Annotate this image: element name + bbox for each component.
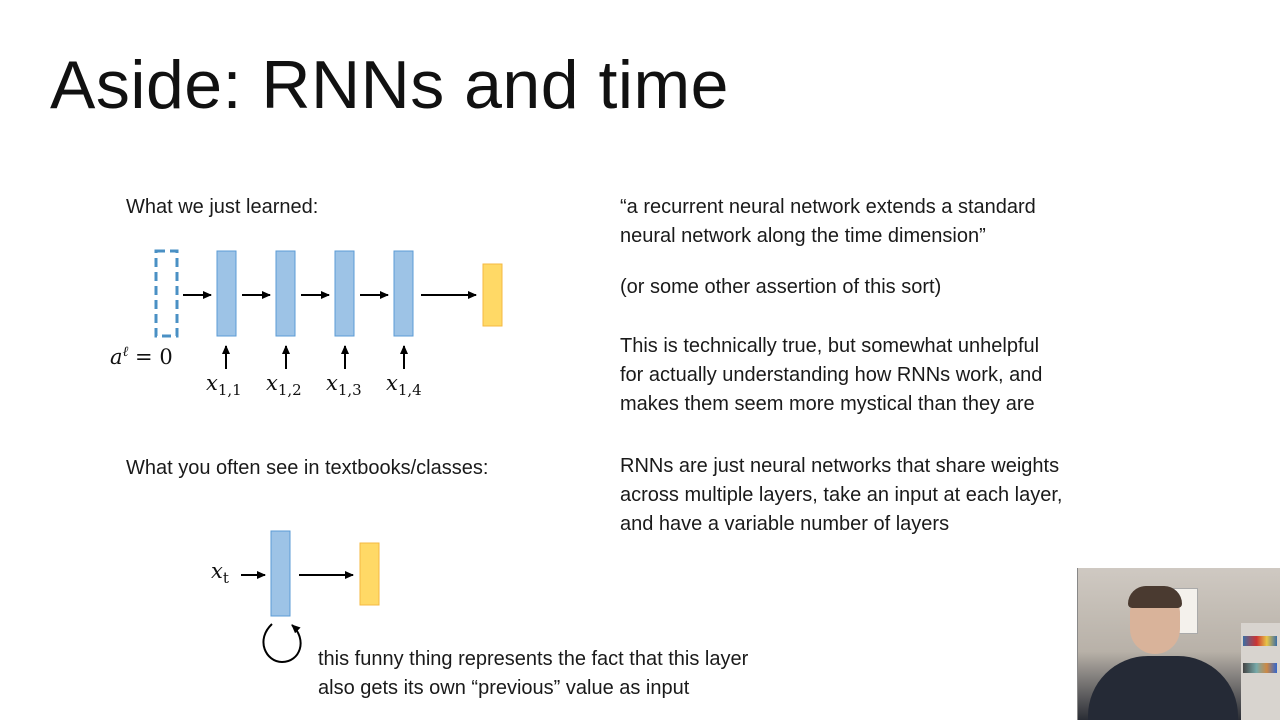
claim-line-1: RNNs are just neural networks that share… bbox=[620, 455, 1060, 477]
recurrent-input-label: xt bbox=[211, 559, 229, 588]
slide-title: Aside: RNNs and time bbox=[50, 47, 729, 123]
recurrent-layer-box bbox=[270, 530, 291, 617]
input-label-x11: x1,1 bbox=[206, 371, 242, 400]
recurrent-output-box bbox=[359, 542, 380, 606]
loop-caption-line-1: this funny thing represents the fact tha… bbox=[318, 648, 749, 670]
input-label-x14: x1,4 bbox=[386, 371, 422, 400]
quote-line-1: “a recurrent neural network extends a st… bbox=[620, 196, 1036, 218]
layer-box bbox=[393, 250, 414, 337]
learned-label: What we just learned: bbox=[126, 196, 319, 218]
quote-line-2: neural network along the time dimension” bbox=[620, 225, 986, 247]
books bbox=[1243, 663, 1277, 673]
claim-line-3: and have a variable number of layers bbox=[620, 513, 950, 535]
critique-line-2: for actually understanding how RNNs work… bbox=[620, 364, 1043, 386]
input-label-x12: x1,2 bbox=[266, 371, 302, 400]
loop-caption-line-2: also gets its own “previous” value as in… bbox=[318, 677, 690, 699]
output-box bbox=[482, 263, 503, 327]
claim-line-2: across multiple layers, take an input at… bbox=[620, 484, 1063, 506]
layer-box bbox=[334, 250, 355, 337]
initial-state-equation: aℓ = 0 bbox=[110, 344, 173, 369]
recurrent-loop-arrow bbox=[262, 623, 302, 664]
layer-box bbox=[275, 250, 296, 337]
critique-line-1: This is technically true, but somewhat u… bbox=[620, 335, 1040, 357]
presenter-hair bbox=[1128, 586, 1182, 608]
presenter-webcam bbox=[1077, 568, 1280, 720]
books bbox=[1243, 636, 1277, 646]
layer-box bbox=[216, 250, 237, 337]
critique-line-3: makes them seem more mystical than they … bbox=[620, 393, 1035, 415]
aside-text: (or some other assertion of this sort) bbox=[620, 276, 942, 298]
initial-state-box bbox=[154, 249, 179, 338]
presenter-body bbox=[1088, 656, 1238, 720]
input-label-x13: x1,3 bbox=[326, 371, 362, 400]
textbook-label: What you often see in textbooks/classes: bbox=[126, 457, 489, 479]
